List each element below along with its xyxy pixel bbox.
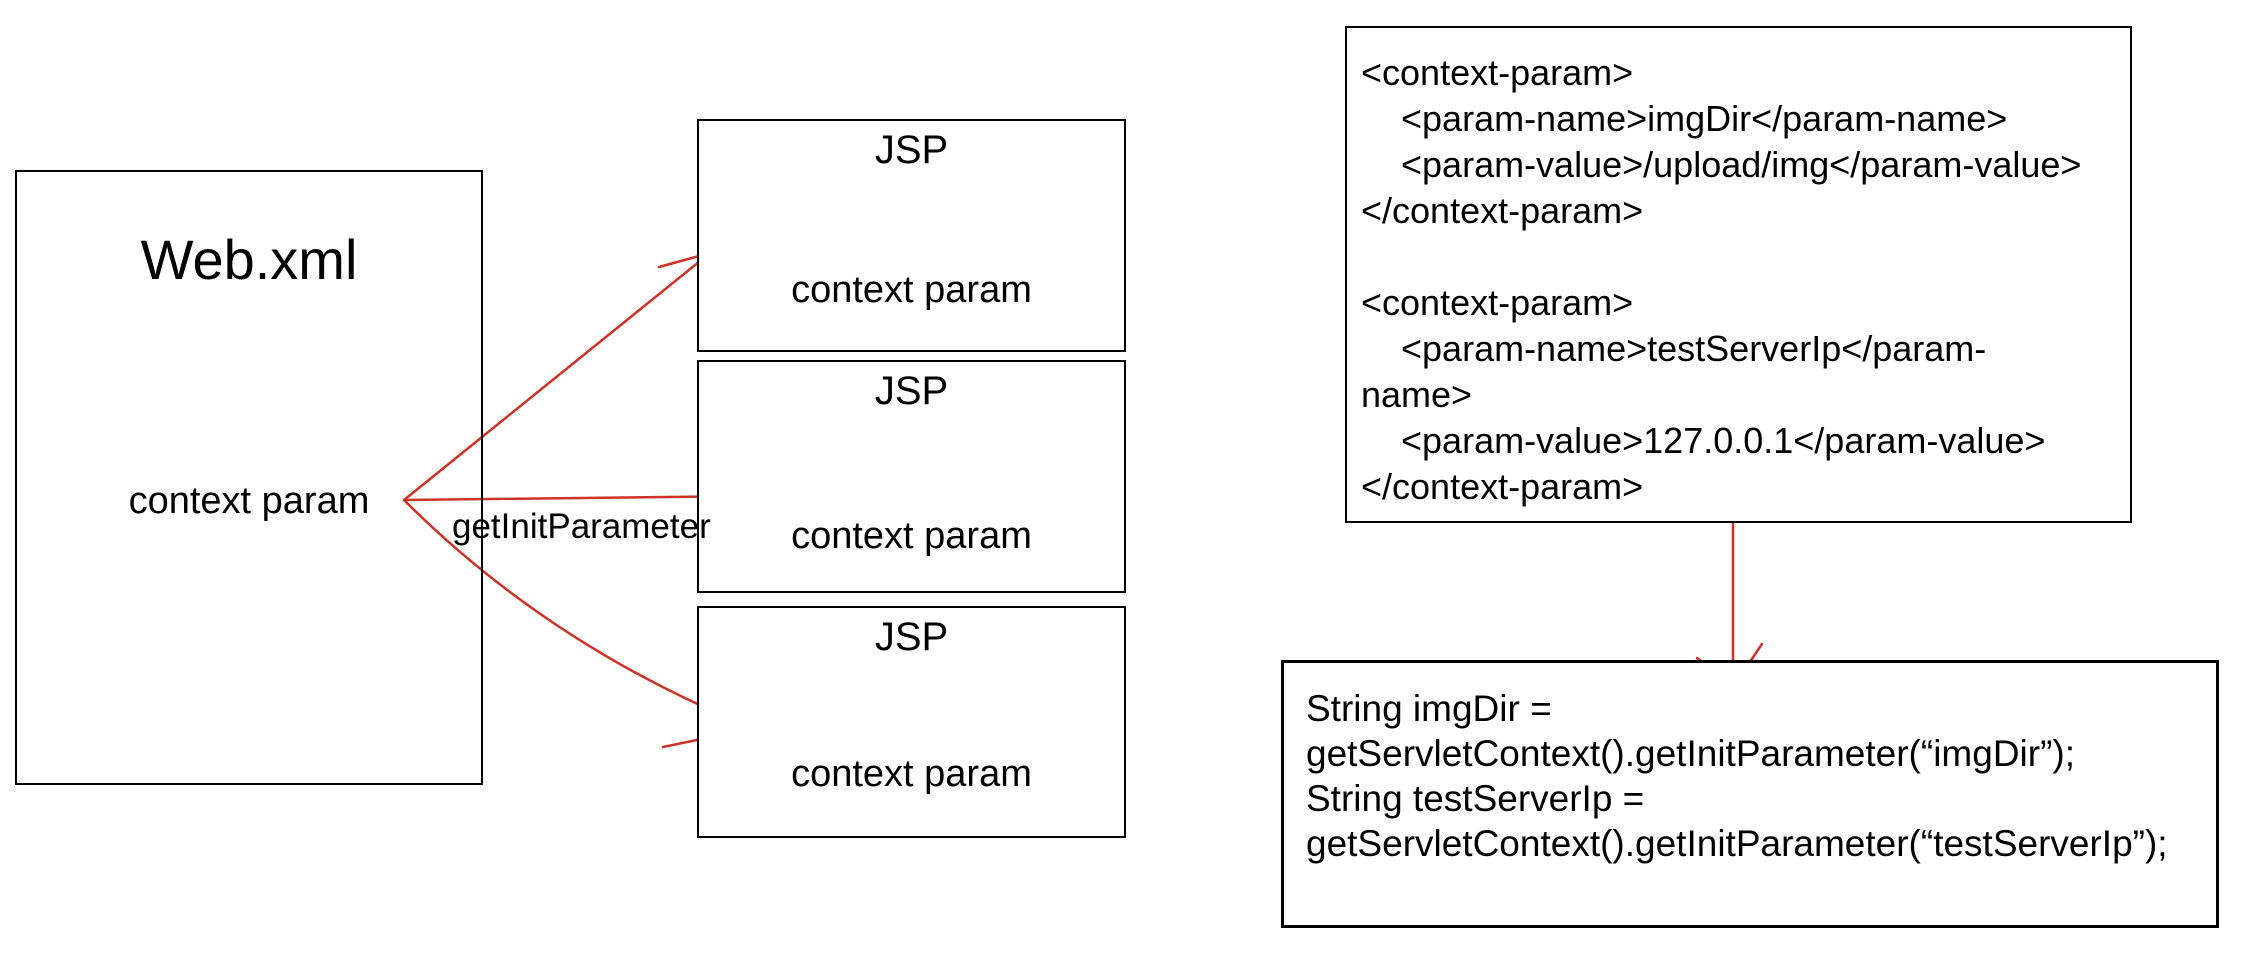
webxml-box: Web.xml context param (15, 170, 483, 785)
java-code-box: String imgDir = getServletContext().getI… (1281, 660, 2219, 928)
xml-config-box: <context-param> <param-name>imgDir</para… (1345, 26, 2132, 523)
jsp-title: JSP (874, 615, 949, 659)
jsp-box-2: JSP context param (697, 360, 1126, 593)
java-code: String imgDir = getServletContext().getI… (1306, 688, 2168, 864)
jsp-title: JSP (874, 369, 949, 413)
jsp-context-param-label: context param (791, 269, 1032, 311)
jsp-context-param-label: context param (791, 753, 1032, 795)
jsp-box-3: JSP context param (697, 606, 1126, 838)
getinitparameter-label: getInitParameter (452, 507, 711, 546)
jsp-title: JSP (874, 128, 949, 172)
webxml-context-param-label: context param (128, 480, 370, 522)
jsp-box-1: JSP context param (697, 119, 1126, 352)
xml-config-code: <context-param> <param-name>imgDir</para… (1361, 52, 2082, 507)
webxml-title: Web.xml (140, 228, 358, 291)
jsp-context-param-label: context param (791, 515, 1032, 557)
